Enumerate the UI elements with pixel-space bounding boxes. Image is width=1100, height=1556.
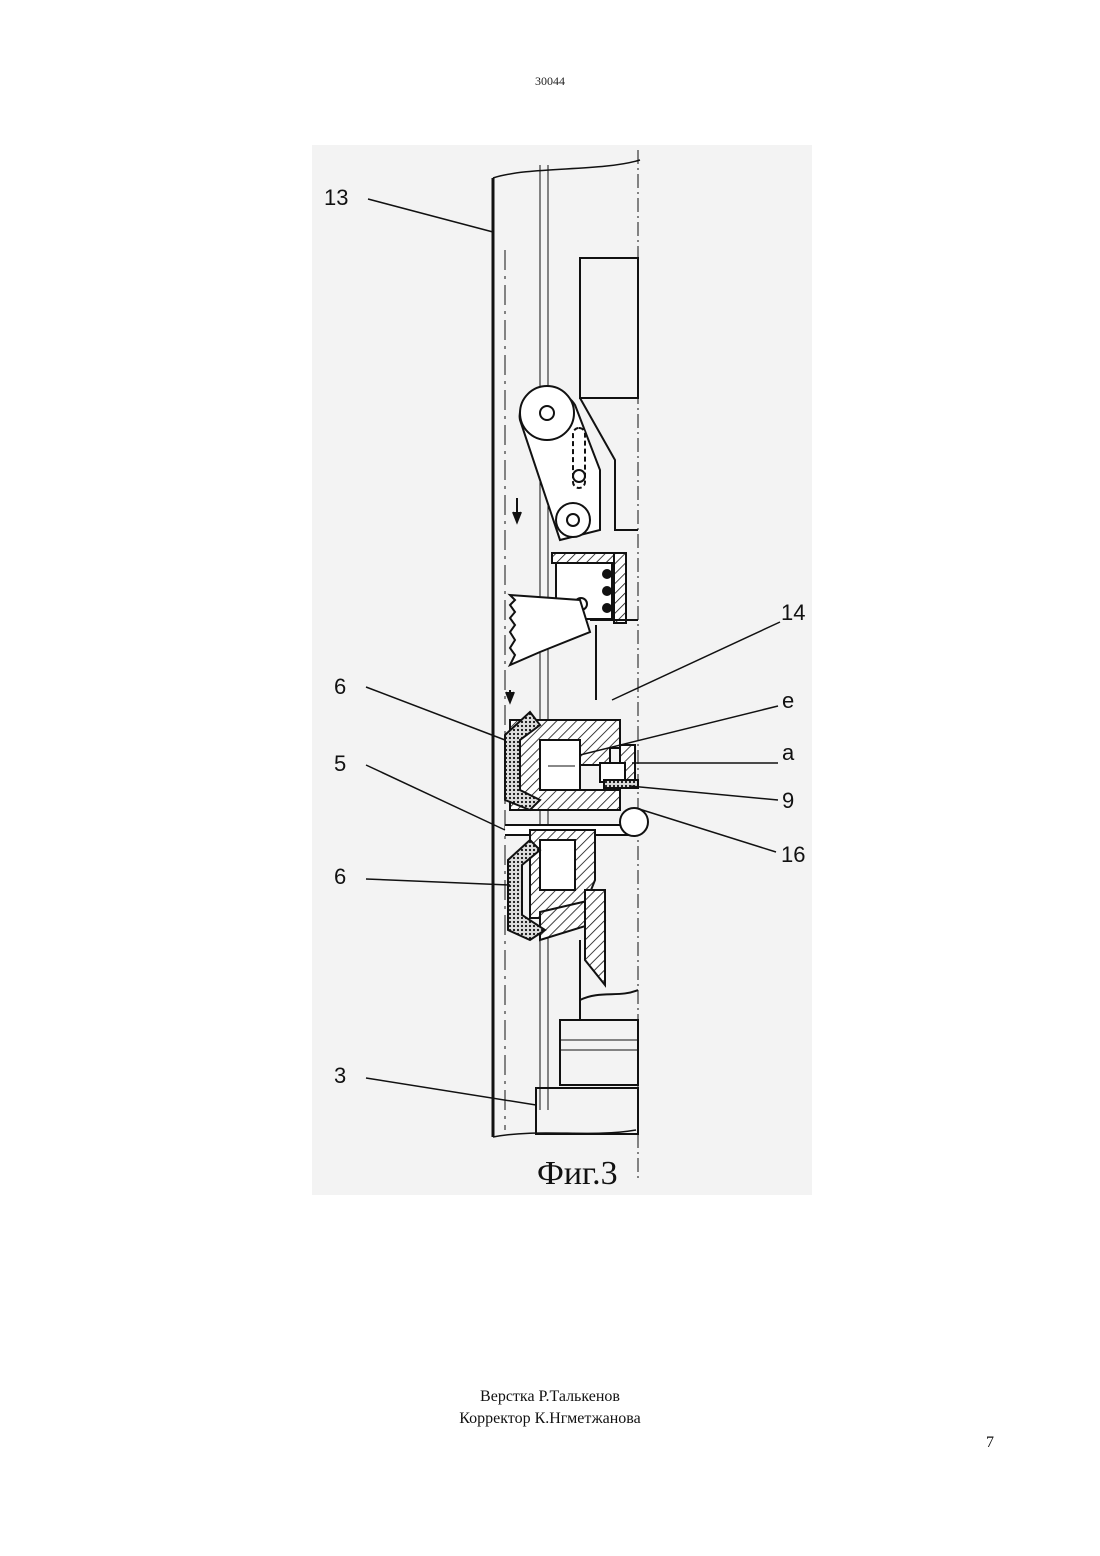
callout-e: e bbox=[782, 688, 794, 713]
figure-caption: Фиг.3 bbox=[537, 1155, 618, 1192]
wedge-spring-housing bbox=[506, 553, 638, 702]
credits-block: Верстка Р.Талькенов Корректор К.Нгметжан… bbox=[0, 1386, 1100, 1430]
callout-6-lower: 6 bbox=[334, 864, 346, 889]
callout-5: 5 bbox=[334, 751, 346, 776]
callout-13: 13 bbox=[324, 185, 348, 210]
callout-16: 16 bbox=[781, 842, 805, 867]
layout-credit: Верстка Р.Талькенов bbox=[0, 1386, 1100, 1408]
callout-14: 14 bbox=[781, 600, 805, 625]
leader-lines bbox=[366, 199, 780, 1105]
page-number: 7 bbox=[986, 1434, 994, 1452]
callout-6-upper: 6 bbox=[334, 674, 346, 699]
lower-body bbox=[536, 940, 638, 1134]
proof-credit: Корректор К.Нгметжанова bbox=[0, 1408, 1100, 1430]
callout-9: 9 bbox=[782, 788, 794, 813]
callout-3: 3 bbox=[334, 1063, 346, 1088]
callout-a: a bbox=[782, 740, 795, 765]
